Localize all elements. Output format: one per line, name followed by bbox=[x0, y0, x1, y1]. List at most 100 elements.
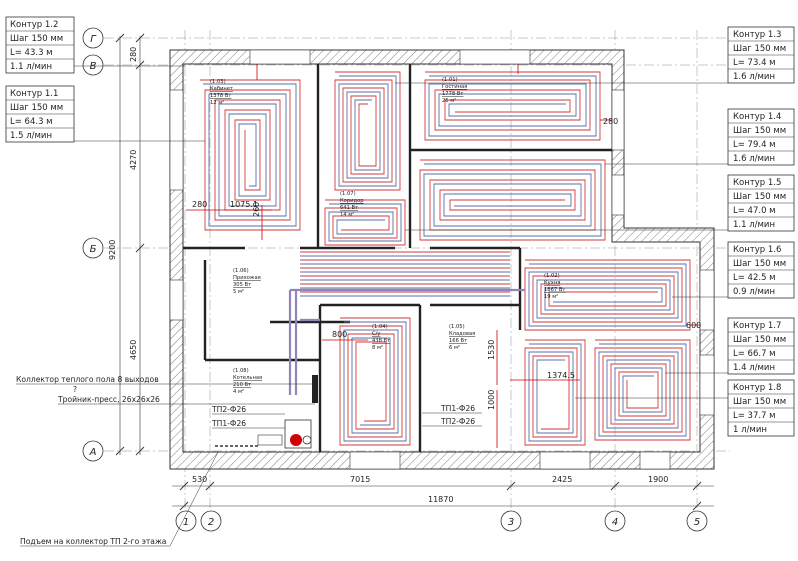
room-label-1-03: (1.03) Кабинет 1378 Вт 12 м² bbox=[210, 79, 233, 106]
contour-table-1-5: Контур 1.5 Шаг 150 мм L= 47.0 м 1.1 л/ми… bbox=[405, 174, 795, 232]
svg-text:L= 47.0 м: L= 47.0 м bbox=[733, 206, 776, 216]
svg-text:1 л/мин: 1 л/мин bbox=[733, 425, 767, 435]
interior-walls bbox=[183, 64, 612, 452]
contour-table-1-4: Контур 1.4 Шаг 150 мм L= 79.4 м 1.6 л/ми… bbox=[605, 108, 795, 166]
svg-text:4: 4 bbox=[612, 517, 618, 528]
exterior-walls bbox=[169, 49, 715, 470]
note-tp2-left: ТП2-Ф26 bbox=[211, 405, 246, 414]
svg-text:Шаг 150 мм: Шаг 150 мм bbox=[733, 397, 786, 407]
svg-text:L= 64.3 м: L= 64.3 м bbox=[10, 117, 53, 127]
contour-table-1-6: Контур 1.6 Шаг 150 мм L= 42.5 м 0.9 л/ми… bbox=[672, 241, 795, 299]
loop-1-8 bbox=[524, 339, 586, 446]
svg-text:L= 37.7 м: L= 37.7 м bbox=[733, 411, 776, 421]
svg-text:1075.1: 1075.1 bbox=[230, 200, 258, 209]
loop-1-5 bbox=[324, 199, 406, 246]
svg-text:Г: Г bbox=[90, 34, 97, 45]
svg-text:280: 280 bbox=[192, 200, 207, 209]
svg-text:Гостиная: Гостиная bbox=[442, 84, 467, 90]
contour-table-1-1: Контур 1.1 Шаг 150 мм L= 64.3 м 1.5 л/ми… bbox=[5, 85, 205, 143]
svg-text:6 м²: 6 м² bbox=[449, 345, 460, 351]
note-tp1-right: ТП1-Ф26 bbox=[440, 404, 475, 413]
svg-text:0.9 л/мин: 0.9 л/мин bbox=[733, 287, 775, 297]
note-tp1-left: ТП1-Ф26 bbox=[211, 419, 246, 428]
svg-text:Контур 1.1: Контур 1.1 bbox=[10, 89, 58, 99]
note-tee: Тройник-пресс, 26х26х26 bbox=[57, 395, 160, 404]
loop-1-7 bbox=[594, 339, 691, 441]
svg-text:Коридор: Коридор bbox=[340, 198, 364, 204]
note-collector: Коллектор теплого пола 8 выходов bbox=[16, 375, 159, 384]
room-label-1-04: (1.04) С/у 438 Вт 8 м² bbox=[372, 324, 390, 351]
svg-text:1530: 1530 bbox=[487, 340, 496, 360]
svg-text:(1.06): (1.06) bbox=[233, 268, 249, 274]
heating-loops bbox=[200, 71, 691, 446]
boiler-equipment bbox=[215, 375, 318, 449]
svg-text:1378 Вт: 1378 Вт bbox=[210, 93, 231, 99]
room-label-1-02: (1.02) Кухня 1867 Вт 19 м² bbox=[544, 273, 565, 300]
room-label-1-07: (1.07) Коридор 641 Вт 14 м² bbox=[340, 191, 364, 218]
svg-text:19 м²: 19 м² bbox=[544, 294, 558, 300]
grid-axes: Г В Б А 1 2 3 4 bbox=[82, 27, 730, 532]
svg-text:Контур 1.5: Контур 1.5 bbox=[733, 178, 781, 188]
svg-text:1.1 л/мин: 1.1 л/мин bbox=[733, 220, 775, 230]
svg-text:Шаг 150 мм: Шаг 150 мм bbox=[733, 259, 786, 269]
axis-bubble-2: 2 bbox=[200, 510, 222, 532]
svg-text:26 м²: 26 м² bbox=[442, 98, 456, 104]
svg-text:(1.03): (1.03) bbox=[210, 79, 226, 85]
bottom-dimensions: 530 7015 2425 1900 11870 bbox=[172, 475, 714, 511]
svg-text:1.1 л/мин: 1.1 л/мин bbox=[10, 62, 52, 72]
svg-text:1.6 л/мин: 1.6 л/мин bbox=[733, 154, 775, 164]
svg-text:1: 1 bbox=[183, 517, 189, 528]
svg-text:Шаг 150 мм: Шаг 150 мм bbox=[733, 44, 786, 54]
svg-text:С/у: С/у bbox=[372, 331, 380, 337]
axis-bubble-4: 4 bbox=[604, 510, 626, 532]
axis-bubble-5: 5 bbox=[686, 510, 708, 532]
svg-text:Кабинет: Кабинет bbox=[210, 86, 233, 92]
svg-text:Прихожая: Прихожая bbox=[233, 275, 261, 281]
axis-bubble-g: Г bbox=[82, 27, 104, 49]
dim-280: 280 bbox=[129, 47, 138, 62]
axis-bubble-1: 1 bbox=[175, 510, 197, 532]
dim-2425: 2425 bbox=[552, 475, 572, 484]
svg-text:(1.02): (1.02) bbox=[544, 273, 560, 279]
svg-text:L= 79.4 м: L= 79.4 м bbox=[733, 140, 776, 150]
dim-9200: 9200 bbox=[108, 240, 117, 260]
room-label-1-01: (1.01) Гостиная 1778 Вт 26 м² bbox=[442, 77, 467, 104]
dim-1900: 1900 bbox=[648, 475, 668, 484]
dim-7015: 7015 bbox=[350, 475, 370, 484]
svg-text:Б: Б bbox=[90, 244, 97, 255]
room-label-1-06: (1.06) Прихожая 305 Вт 5 м² bbox=[233, 268, 261, 295]
inner-dims: 1075.1 280 260 800 1374.5 1530 280 1000 … bbox=[192, 117, 701, 410]
room-label-1-05: (1.05) Кладовая 166 Вт 6 м² bbox=[449, 324, 475, 351]
dim-4270: 4270 bbox=[129, 150, 138, 170]
svg-text:Контур 1.3: Контур 1.3 bbox=[733, 30, 781, 40]
svg-text:L= 66.7 м: L= 66.7 м bbox=[733, 349, 776, 359]
svg-text:280: 280 bbox=[603, 117, 618, 126]
note-question: ? bbox=[73, 385, 77, 394]
svg-text:600: 600 bbox=[686, 321, 701, 330]
svg-text:641 Вт: 641 Вт bbox=[340, 205, 358, 211]
svg-text:305 Вт: 305 Вт bbox=[233, 282, 251, 288]
svg-text:Шаг 150 мм: Шаг 150 мм bbox=[733, 126, 786, 136]
svg-text:(1.08): (1.08) bbox=[233, 368, 249, 374]
dim-4650: 4650 bbox=[129, 340, 138, 360]
svg-text:(1.01): (1.01) bbox=[442, 77, 458, 83]
svg-text:Кухня: Кухня bbox=[544, 280, 560, 286]
svg-text:(1.07): (1.07) bbox=[340, 191, 356, 197]
note-tp2-right: ТП2-Ф26 bbox=[440, 417, 475, 426]
svg-text:Контур 1.2: Контур 1.2 bbox=[10, 20, 58, 30]
svg-text:14 м²: 14 м² bbox=[340, 212, 354, 218]
svg-text:Контур 1.7: Контур 1.7 bbox=[733, 321, 781, 331]
svg-text:В: В bbox=[90, 61, 97, 72]
loop-1-3 bbox=[424, 71, 601, 141]
contour-table-1-3: Контур 1.3 Шаг 150 мм L= 73.4 м 1.6 л/ми… bbox=[395, 26, 795, 84]
svg-text:Шаг 150 мм: Шаг 150 мм bbox=[733, 192, 786, 202]
svg-text:1.4 л/мин: 1.4 л/мин bbox=[733, 363, 775, 373]
note-riser: Подъем на коллектор ТП 2-го этажа bbox=[20, 537, 166, 546]
svg-text:8 м²: 8 м² bbox=[372, 345, 383, 351]
svg-text:L= 73.4 м: L= 73.4 м bbox=[733, 58, 776, 68]
svg-text:4 м²: 4 м² bbox=[233, 389, 244, 395]
svg-text:1000: 1000 bbox=[487, 390, 496, 410]
svg-text:260: 260 bbox=[252, 202, 261, 217]
left-dimensions: 9200 280 4270 4650 bbox=[108, 33, 145, 456]
svg-text:(1.04): (1.04) bbox=[372, 324, 388, 330]
